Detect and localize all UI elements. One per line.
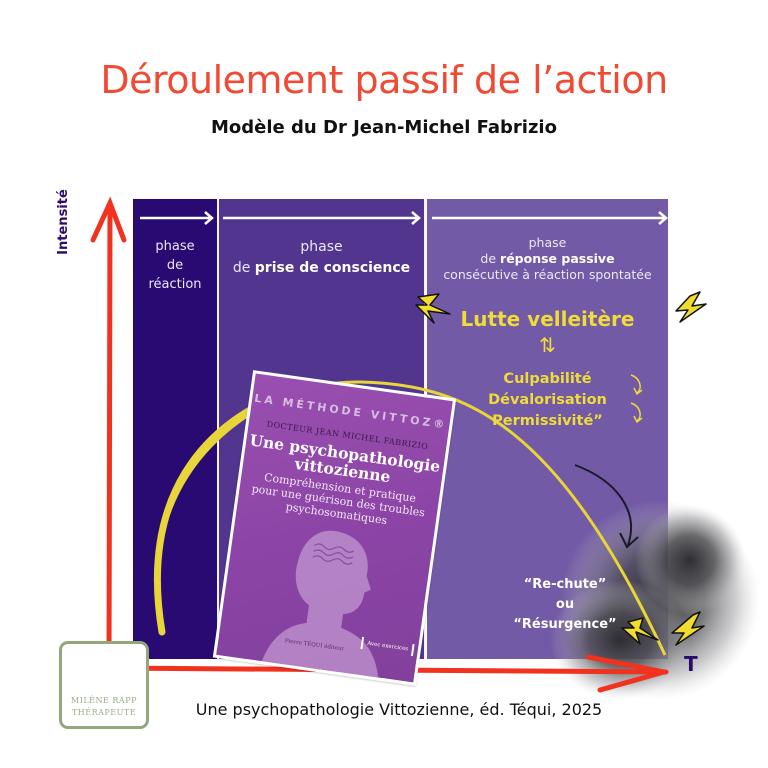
feelings-list: Culpabilité Dévalorisation Permissivité” [427,369,668,432]
curl-arrow-icon [630,374,643,424]
phase-panel-reaction [133,199,217,659]
phase-label-awareness: phase de prise de conscience [232,239,411,276]
phase-label-reaction: phase de réaction [148,239,202,292]
feeling-item: Permissivité” [492,413,603,429]
phase-label-passive-response: phase de réponse passive consécutive à r… [443,235,652,282]
feeling-item: Dévalorisation [488,392,607,408]
logo-name: MILÈNE RAPP [71,696,137,705]
exchange-arrows-icon: ⇅ [539,333,556,357]
relapse-label: “Re-chute” ou “Résurgence” [513,577,617,632]
logo-profession: THÉRAPEUTE [71,708,137,717]
page-title: Déroulement passif de l’action [100,58,668,102]
feeling-item: Culpabilité [503,371,592,387]
lightning-icon [415,291,707,646]
therapist-logo: MILÈNE RAPP THÉRAPEUTE [59,641,149,729]
phase-arrow-icon [140,211,668,225]
curved-arrow-icon [574,464,639,549]
book-cover: LA MÉTHODE VITTOZ® DOCTEUR JEAN MICHEL F… [212,370,457,686]
head-silhouette-icon [259,530,379,684]
time-axis-label: T [684,652,698,676]
book-caption: Une psychopathologie Vittozienne, éd. Té… [195,700,603,719]
main-response-label: Lutte velleitère [460,307,635,331]
y-axis-label: Intensité [56,189,71,255]
page-subtitle: Modèle du Dr Jean-Michel Fabrizio [211,117,557,138]
y-axis-arrow-icon [90,196,127,675]
